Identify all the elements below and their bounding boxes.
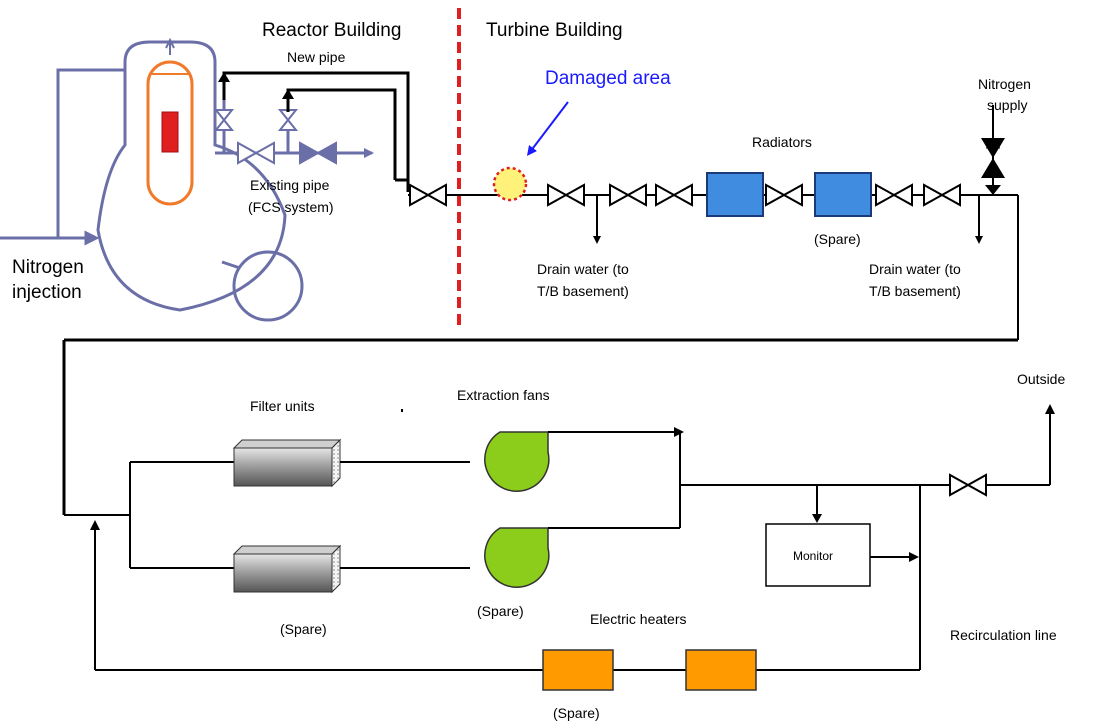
electric-heater-1 (542, 649, 614, 691)
existing-pipe-label-1: Existing pipe (250, 177, 330, 193)
new-pipe (222, 71, 410, 192)
fuel-rod (161, 111, 179, 153)
monitor-box (765, 523, 871, 587)
valve-5 (875, 183, 913, 207)
damaged-area-label: Damaged area (545, 68, 671, 89)
nitrogen-supply-label-1: Nitrogen (978, 76, 1031, 92)
fcs-valve-vertical-1 (213, 109, 235, 131)
electric-heater-2-spare (685, 649, 757, 691)
nitrogen-supply-valve (981, 138, 1005, 178)
existing-pipe-label-2: (FCS system) (248, 199, 334, 215)
valve-6 (923, 183, 961, 207)
filter-unit-2-spare (232, 544, 342, 594)
nitrogen-injection-loop (56, 68, 125, 238)
recirculation-line-label: Recirculation line (950, 627, 1057, 643)
radiator-spare-label: (Spare) (814, 231, 861, 247)
extraction-fan-2-spare (484, 527, 550, 588)
valve-3 (655, 183, 693, 207)
valve-4 (765, 183, 803, 207)
extraction-fan-1 (484, 431, 550, 492)
fcs-valve-horizontal-2 (299, 141, 337, 165)
radiator-2-spare (814, 172, 872, 217)
nitrogen-supply-label-2: supply (987, 97, 1027, 113)
fcs-valve-horizontal-1 (237, 141, 275, 165)
radiators-label: Radiators (752, 134, 812, 150)
filter-spare-label: (Spare) (280, 621, 327, 637)
reactor-isolation-valve (409, 183, 447, 207)
new-pipe-label: New pipe (287, 49, 346, 65)
valve-1 (547, 183, 585, 207)
electric-heaters-label: Electric heaters (590, 611, 686, 627)
valve-2 (609, 183, 647, 207)
damaged-area-arrow (526, 101, 569, 156)
reactor-vessel (96, 40, 304, 322)
damaged-area-marker (492, 166, 528, 202)
turbine-building-label: Turbine Building (486, 20, 623, 41)
filter-unit-1 (232, 438, 342, 488)
nitrogen-injection-label-1: Nitrogen (12, 257, 84, 278)
drain-2-label-1: Drain water (to (869, 261, 961, 277)
extraction-fans-label: Extraction fans (457, 387, 550, 403)
fcs-valve-vertical-2 (277, 109, 299, 131)
monitor-label: Monitor (793, 549, 833, 563)
radiator-1 (706, 172, 764, 217)
filter-units-label: Filter units (250, 398, 315, 414)
drain-2-label-2: T/B basement) (869, 283, 961, 299)
heater-spare-label: (Spare) (553, 705, 600, 721)
nitrogen-injection-label-2: injection (12, 282, 82, 303)
drain-1-label-1: Drain water (to (537, 261, 629, 277)
drain-1-label-2: T/B basement) (537, 283, 629, 299)
outside-label: Outside (1017, 371, 1065, 387)
outlet-valve (949, 473, 987, 497)
fan-spare-label: (Spare) (477, 603, 524, 619)
reactor-building-label: Reactor Building (262, 20, 401, 41)
